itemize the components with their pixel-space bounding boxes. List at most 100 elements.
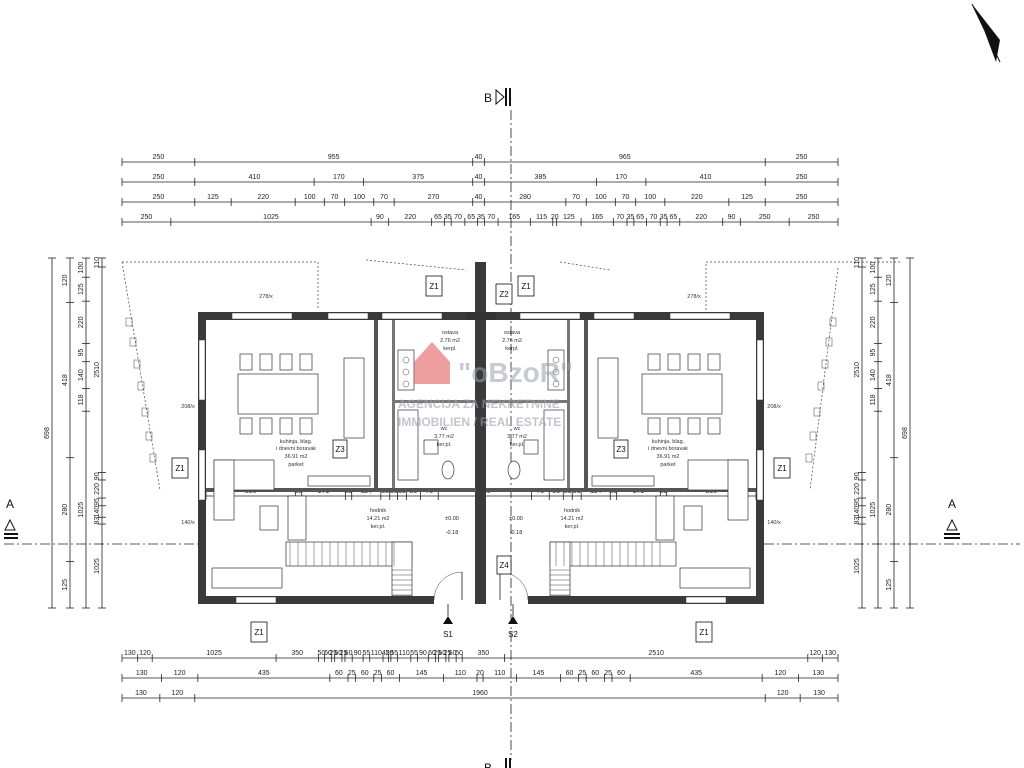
- wall-tag-z1-right: Z1: [773, 457, 791, 479]
- dimension-value: 90: [354, 650, 362, 657]
- dimension-value: 95: [78, 349, 85, 357]
- dimension-value: 1960: [472, 690, 488, 697]
- party-wall-cap: [466, 312, 496, 320]
- dimension-value: 60: [449, 650, 457, 657]
- dimension-value: 130: [124, 650, 136, 657]
- dimension-value: 125: [741, 194, 753, 201]
- window-label: 208/x: [181, 404, 195, 410]
- dimension-value: 280: [886, 504, 893, 516]
- north-arrow-icon: [971, 3, 1001, 63]
- dimension-value: 410: [700, 174, 712, 181]
- dimension-value: 435: [690, 670, 702, 677]
- dimension-value: 220: [854, 483, 861, 495]
- dimension-value: 70: [487, 214, 495, 221]
- dimension-value: 120: [174, 670, 186, 677]
- dimension-value: 60: [345, 650, 353, 657]
- svg-text:Z1: Z1: [521, 282, 531, 291]
- dimension-value: 220: [94, 483, 101, 495]
- window-label: 208/x: [767, 404, 781, 410]
- interior-walls: [206, 320, 756, 492]
- wall-tag-z1-bottom-left: Z1: [250, 621, 268, 643]
- right-dimension-chains: 1102510902209514083102510012522095140118…: [854, 257, 914, 609]
- dimension-value: 1025: [263, 214, 279, 221]
- wall-tag-z1-top-right: Z1: [517, 275, 535, 297]
- dimension-value: 125: [62, 579, 69, 591]
- dimension-value: 100: [353, 194, 365, 201]
- wall-tag-z2: Z2: [495, 283, 513, 305]
- dimension-value: 140: [94, 506, 101, 518]
- dimension-value: 270: [428, 194, 440, 201]
- dimension-value: 120: [775, 670, 787, 677]
- dimension-value: 70: [380, 194, 388, 201]
- dimension-value: 418: [886, 374, 893, 386]
- svg-text:wc: wc: [440, 426, 448, 432]
- wall-tag-z3-right: Z3: [613, 439, 629, 459]
- dimension-value: 435: [258, 670, 270, 677]
- svg-text:wc: wc: [513, 426, 521, 432]
- dimension-value: 65: [670, 214, 678, 221]
- dimension-value: 35: [660, 214, 668, 221]
- dimension-value: 60: [428, 650, 436, 657]
- dimension-value: 165: [591, 214, 603, 221]
- roof-outline-center-left: [365, 259, 467, 271]
- dimension-value: 70: [331, 194, 339, 201]
- section-marker-a-left: A: [4, 497, 18, 539]
- svg-text:ker.pl.: ker.pl.: [437, 442, 452, 448]
- level-mark: ±0.00: [509, 516, 523, 522]
- dimension-value: 60: [334, 650, 342, 657]
- dimension-value: 1025: [78, 502, 85, 518]
- dimension-value: 60: [361, 670, 369, 677]
- section-marker-b-top: B: [484, 88, 511, 106]
- room-label-hall-left: hodnik 14.21 m2 ker.pl.: [367, 508, 390, 530]
- dimension-value: 125: [886, 579, 893, 591]
- dimension-value: 95: [854, 498, 861, 506]
- section-marker-a-right: A: [944, 497, 960, 539]
- svg-text:Z3: Z3: [335, 445, 345, 454]
- svg-text:3.77 m2: 3.77 m2: [434, 434, 454, 440]
- dimension-value: 698: [902, 427, 909, 439]
- roof-outline-center-right: [559, 261, 611, 271]
- dimension-value: 140: [78, 369, 85, 381]
- dimension-value: 250: [153, 154, 165, 161]
- dimension-value: 100: [78, 262, 85, 274]
- dimension-value: 965: [619, 154, 631, 161]
- dimension-value: 25: [443, 650, 451, 657]
- svg-text:Z1: Z1: [429, 282, 439, 291]
- wall-tag-z4: Z4: [496, 555, 512, 575]
- roof-edge-right: [809, 267, 839, 491]
- svg-text:ostava: ostava: [504, 330, 521, 336]
- dimension-value: 250: [796, 194, 808, 201]
- section-b-label-top: B: [484, 91, 492, 105]
- dimension-value: 250: [808, 214, 820, 221]
- dimension-value: 110: [399, 650, 410, 657]
- dimension-value: 100: [644, 194, 656, 201]
- svg-text:36.91 m2: 36.91 m2: [285, 454, 308, 460]
- dimension-value: 65: [434, 214, 442, 221]
- dimension-value: 125: [207, 194, 219, 201]
- dimension-value: 60: [335, 670, 343, 677]
- dimension-value: 1025: [870, 502, 877, 518]
- left-dimension-chains: 6981204182801251001252209514011810251102…: [44, 257, 106, 609]
- dimension-value: 120: [809, 650, 821, 657]
- party-wall: [475, 262, 486, 604]
- wall-tag-z1-left: Z1: [171, 457, 189, 479]
- svg-text:hodnik: hodnik: [370, 508, 386, 514]
- svg-text:ostava: ostava: [442, 330, 459, 336]
- svg-text:14.21 m2: 14.21 m2: [561, 516, 584, 522]
- dimension-value: 90: [94, 472, 101, 480]
- dimension-value: 170: [615, 174, 627, 181]
- dimension-value: 118: [78, 394, 85, 405]
- dimension-value: 40: [475, 154, 483, 161]
- dimension-value: 2510: [94, 362, 101, 378]
- level-mark: -0.18: [510, 530, 523, 536]
- svg-text:kerpl.: kerpl.: [505, 346, 519, 352]
- window-label: 278/x: [687, 294, 701, 300]
- svg-text:kuhinja, blag.: kuhinja, blag.: [652, 439, 685, 445]
- dimension-value: 70: [616, 214, 624, 221]
- svg-text:Z1: Z1: [777, 464, 787, 473]
- dimension-value: 130: [135, 690, 147, 697]
- room-label-pantry-right: ostava 2.76 m2 kerpl.: [502, 330, 522, 352]
- dimension-value: 410: [249, 174, 261, 181]
- level-mark: -0.18: [446, 530, 459, 536]
- dimension-value: 250: [796, 154, 808, 161]
